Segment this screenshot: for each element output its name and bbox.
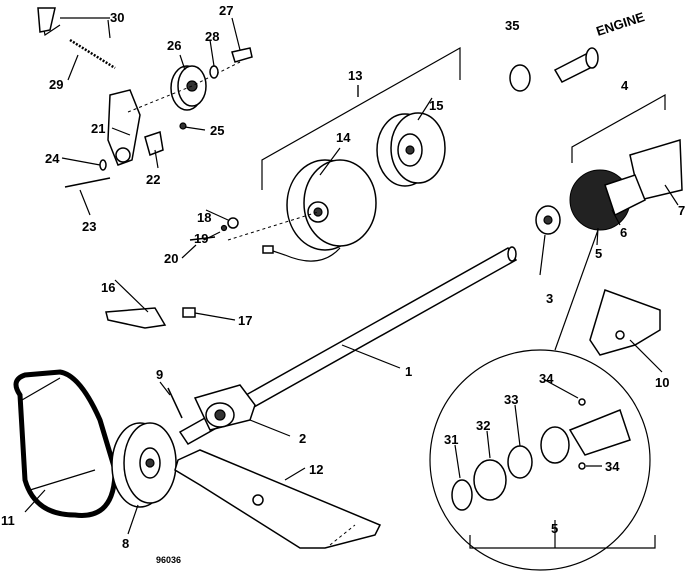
callout-6: 6 <box>620 225 627 240</box>
callout-12: 12 <box>309 462 323 477</box>
coupler <box>535 93 683 235</box>
bearing-block <box>193 384 256 431</box>
callout-15: 15 <box>429 98 443 113</box>
clutch-pulley <box>376 112 446 187</box>
callout-20: 20 <box>164 251 178 266</box>
figure-number: 96036 <box>156 555 181 565</box>
idler-arm <box>39 9 141 166</box>
clip-17 <box>182 307 196 318</box>
callout-34: 34 <box>539 371 554 386</box>
spacer <box>144 131 164 156</box>
callout-30: 30 <box>110 10 124 25</box>
washer <box>209 65 219 79</box>
detail-parts <box>451 398 631 511</box>
callout-7: 7 <box>678 203 685 218</box>
callout-24: 24 <box>45 151 60 166</box>
callout-23: 23 <box>82 219 96 234</box>
lower-bracket <box>174 449 382 549</box>
callout-18: 18 <box>197 210 211 225</box>
main-shaft <box>178 246 518 445</box>
detail-circle <box>429 349 651 571</box>
callout-25: 25 <box>210 123 224 138</box>
bolt-20 <box>189 236 216 241</box>
callout-33: 33 <box>504 392 518 407</box>
callout-34-second: 34 <box>605 459 620 474</box>
callout-32: 32 <box>476 418 490 433</box>
callout-8: 8 <box>122 536 129 551</box>
bracket-10 <box>589 289 661 356</box>
callout-3: 3 <box>546 291 553 306</box>
nut <box>179 122 187 130</box>
engine-shaft <box>553 47 599 83</box>
callout-14: 14 <box>336 130 351 145</box>
idler-pulley <box>170 65 207 111</box>
belt-detail <box>21 377 96 491</box>
callout-4: 4 <box>621 78 629 93</box>
callout-5-second: 5 <box>551 521 558 536</box>
bolt-23 <box>64 177 111 188</box>
callout-28: 28 <box>205 29 219 44</box>
callout-27: 27 <box>219 3 233 18</box>
spring-bracket <box>37 7 56 33</box>
callout-29: 29 <box>49 77 63 92</box>
callout-19: 19 <box>194 231 208 246</box>
callout-1: 1 <box>405 364 412 379</box>
spring <box>69 38 116 70</box>
lower-pulley <box>111 422 177 508</box>
callout-21: 21 <box>91 121 105 136</box>
callout-9: 9 <box>156 367 163 382</box>
callout-17: 17 <box>238 313 252 328</box>
callout-22: 22 <box>146 172 160 187</box>
callout-16: 16 <box>101 280 115 295</box>
callout-26: 26 <box>167 38 181 53</box>
callout-2: 2 <box>299 431 306 446</box>
belt <box>13 369 118 518</box>
bolt-27 <box>231 47 253 63</box>
bracket-16 <box>105 307 167 329</box>
engine-label: ENGINE <box>594 9 646 39</box>
callout-10: 10 <box>655 375 669 390</box>
callout-5: 5 <box>595 246 602 261</box>
clutch <box>262 159 377 262</box>
callout-13: 13 <box>348 68 362 83</box>
callout-11: 11 <box>1 513 15 528</box>
pin <box>167 387 183 419</box>
washer-18 <box>227 217 239 229</box>
callout-35: 35 <box>505 18 519 33</box>
callout-31: 31 <box>444 432 458 447</box>
spacer-35 <box>509 64 531 92</box>
